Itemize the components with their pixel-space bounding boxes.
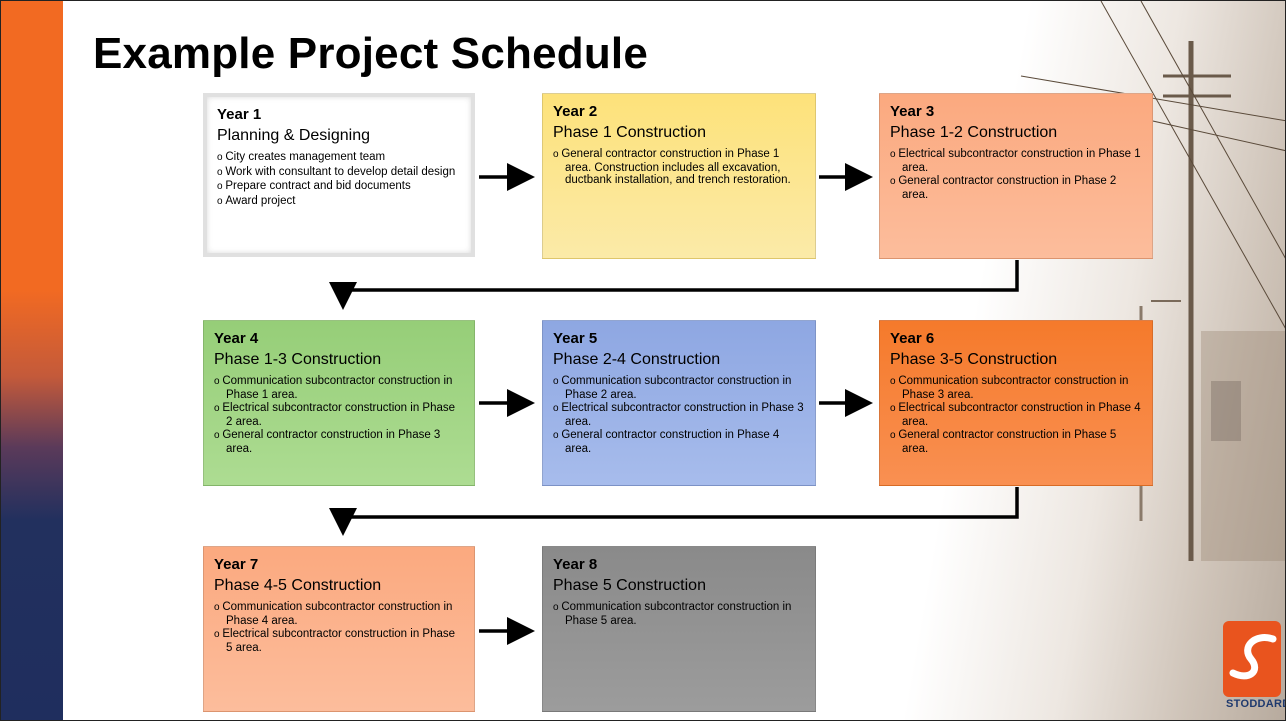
year-label: Year 5 [553,330,598,347]
phase-label: Phase 3-5 Construction [890,351,1058,368]
stoddard-logo-icon [1223,621,1281,697]
arrow-elbow [329,260,1019,310]
task-list: Communication subcontractor construction… [553,375,805,455]
phase-label: Phase 4-5 Construction [214,577,382,594]
task-item: Communication subcontractor construction… [214,601,464,627]
task-item: City creates management team [217,151,461,165]
schedule-box-year-4: Year 4 Phase 1-3 Construction Communicat… [203,320,475,486]
year-label: Year 2 [553,103,598,120]
task-item: Electrical subcontractor construction in… [553,402,805,428]
task-item: Electrical subcontractor construction in… [890,402,1142,428]
phase-label: Phase 5 Construction [553,577,706,594]
phase-label: Phase 2-4 Construction [553,351,721,368]
task-item: General contractor construction in Phase… [890,175,1142,201]
schedule-box-year-6: Year 6 Phase 3-5 Construction Communicat… [879,320,1153,486]
task-item: General contractor construction in Phase… [890,429,1142,455]
task-item: Electrical subcontractor construction in… [890,148,1142,174]
task-item: General contractor construction in Phase… [214,429,464,455]
task-item: General contractor construction in Phase… [553,429,805,455]
phase-label: Planning & Designing [217,127,370,144]
arrow-elbow [329,487,1019,536]
phase-label: Phase 1-3 Construction [214,351,382,368]
schedule-box-year-2: Year 2 Phase 1 Construction General cont… [542,93,816,259]
year-label: Year 7 [214,556,259,573]
left-accent-bar [1,1,63,720]
schedule-box-year-3: Year 3 Phase 1-2 Construction Electrical… [879,93,1153,259]
task-item: Communication subcontractor construction… [553,601,805,627]
task-list: Communication subcontractor construction… [553,601,805,627]
schedule-box-year-5: Year 5 Phase 2-4 Construction Communicat… [542,320,816,486]
task-item: General contractor construction in Phase… [553,148,805,187]
task-item: Award project [217,195,461,209]
task-list: Communication subcontractor construction… [214,375,464,455]
task-list: Communication subcontractor construction… [214,601,464,654]
task-item: Communication subcontractor construction… [890,375,1142,401]
phase-label: Phase 1-2 Construction [890,124,1058,141]
task-item: Electrical subcontractor construction in… [214,628,464,654]
task-item: Prepare contract and bid documents [217,180,461,194]
logo-text: STODDARD [1226,698,1286,710]
schedule-box-year-8: Year 8 Phase 5 Construction Communicatio… [542,546,816,712]
year-label: Year 8 [553,556,598,573]
phase-label: Phase 1 Construction [553,124,706,141]
year-label: Year 4 [214,330,259,347]
page-title: Example Project Schedule [93,29,649,78]
schedule-box-year-1: Year 1 Planning & Designing City creates… [203,93,475,257]
task-list: General contractor construction in Phase… [553,148,805,187]
task-item: Electrical subcontractor construction in… [214,402,464,428]
task-list: Electrical subcontractor construction in… [890,148,1142,201]
task-item: Communication subcontractor construction… [214,375,464,401]
task-list: Communication subcontractor construction… [890,375,1142,455]
schedule-box-year-7: Year 7 Phase 4-5 Construction Communicat… [203,546,475,712]
task-item: Communication subcontractor construction… [553,375,805,401]
year-label: Year 6 [890,330,935,347]
year-label: Year 1 [217,106,262,123]
task-item: Work with consultant to develop detail d… [217,166,461,180]
year-label: Year 3 [890,103,935,120]
task-list: City creates management team Work with c… [217,151,461,208]
